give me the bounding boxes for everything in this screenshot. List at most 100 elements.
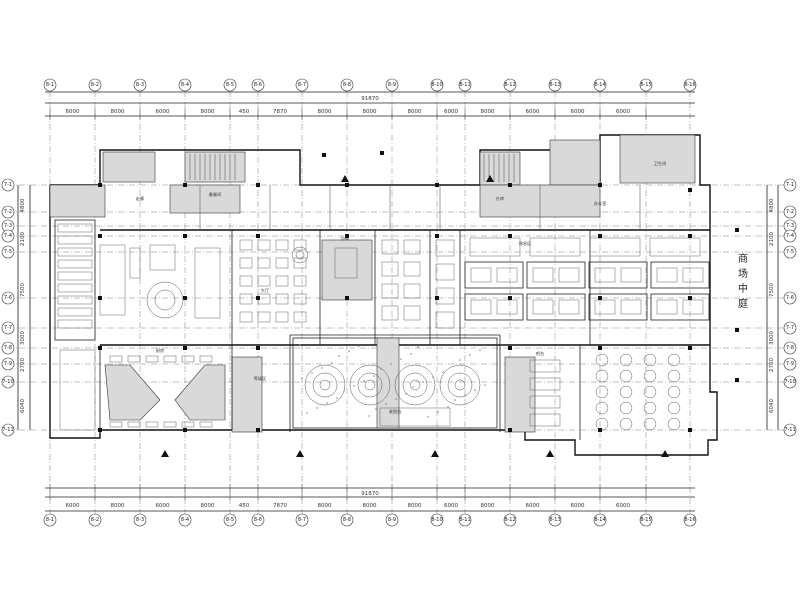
column: [435, 183, 439, 187]
grid-bubble-top-label: 8-2: [91, 82, 99, 88]
dimension-label-bottom: 8000: [363, 503, 377, 509]
room-label-4: 备餐间: [209, 191, 222, 198]
dimension-label-left: 2700: [20, 358, 26, 372]
grid-bubble-top: 8-13: [548, 78, 562, 92]
atrium-char-3: 中: [738, 282, 748, 295]
grid-bubble-right: 7-5: [783, 245, 797, 259]
dimension-label-top: 8000: [363, 109, 377, 115]
kitchen-zone-left: [54, 219, 221, 341]
dining-tables-lower-right: [529, 353, 681, 431]
column: [98, 428, 102, 432]
column: [183, 346, 187, 350]
grid-bubble-bottom-label: 8-5: [226, 517, 234, 523]
grid-bubble-top: 8-12: [503, 78, 517, 92]
grid-bubble-top-label: 8-12: [504, 82, 515, 88]
dimension-label-top: 8000: [201, 109, 215, 115]
grid-bubble-left: 7-2: [1, 205, 15, 219]
grid-bubble-right-label: 7-2: [786, 209, 794, 215]
grid-bubble-top: 8-3: [133, 78, 147, 92]
grid-bubble-bottom: 8-14: [593, 513, 607, 527]
column: [345, 183, 349, 187]
grid-bubble-bottom-label: 8-16: [684, 517, 695, 523]
grid-bubble-right: 7-2: [783, 205, 797, 219]
corridor-band-left: [49, 184, 106, 218]
grid-bubble-top-label: 8-14: [594, 82, 605, 88]
grid-bubble-top-label: 8-15: [640, 82, 651, 88]
grid-bubble-top: 8-7: [295, 78, 309, 92]
grid-bubble-right: 7-9: [783, 357, 797, 371]
dimension-label-bottom: 6000: [66, 503, 80, 509]
dimension-label-top: 8000: [481, 109, 495, 115]
entrance-markers: [161, 175, 669, 457]
dimension-label-right: 3000: [769, 331, 775, 345]
dimension-label-bottom: 6000: [571, 503, 585, 509]
column: [98, 183, 102, 187]
grid-bubble-bottom: 8-11: [458, 513, 472, 527]
grid-bubble-bottom-label: 8-6: [254, 517, 262, 523]
column: [435, 234, 439, 238]
corridor-vertical-left: [231, 356, 263, 433]
column: [98, 346, 102, 350]
column: [183, 296, 187, 300]
room-label-12: 休息区: [519, 240, 532, 247]
atrium-label: 商 场 中 庭: [738, 252, 748, 310]
dimension-label-top: 6000: [66, 109, 80, 115]
grid-bubble-bottom: 8-16: [683, 513, 697, 527]
dimension-label-bottom: 6000: [526, 503, 540, 509]
building-outline: [49, 134, 718, 456]
column: [508, 346, 512, 350]
grid-bubble-left-label: 7-5: [4, 249, 12, 255]
dimension-label-top: 8000: [111, 109, 125, 115]
column: [688, 346, 692, 350]
grid-bubble-top: 8-5: [223, 78, 237, 92]
grid-bubble-top: 8-1: [43, 78, 57, 92]
dimension-label-right: 2100: [769, 232, 775, 246]
grid-bubble-left: 7-6: [1, 291, 15, 305]
grid-bubble-bottom: 8-15: [639, 513, 653, 527]
dimension-label-right: 4800: [769, 198, 775, 212]
column: [183, 428, 187, 432]
grid-bubble-bottom: 8-2: [88, 513, 102, 527]
column: [256, 183, 260, 187]
grid-bubble-bottom: 8-3: [133, 513, 147, 527]
column: [735, 328, 739, 332]
grid-bubble-top-label: 8-10: [431, 82, 442, 88]
grid-bubble-left-label: 7-11: [2, 427, 13, 433]
dimension-label-bottom: 6000: [444, 503, 458, 509]
dimension-label-bottom: 6000: [156, 503, 170, 509]
column: [598, 296, 602, 300]
private-rooms-right: [464, 237, 710, 321]
grid-bubble-top: 8-6: [251, 78, 265, 92]
grid-bubble-left: 7-9: [1, 357, 15, 371]
grid-bubble-left-label: 7-1: [4, 182, 12, 188]
column: [735, 378, 739, 382]
corridor-vertical-right: [504, 356, 536, 433]
dimension-string-top: [45, 91, 695, 117]
upper-right-block: [549, 139, 601, 186]
grid-bubble-left: 7-11: [1, 423, 15, 437]
grid-bubble-right-label: 7-4: [786, 233, 794, 239]
grid-bubble-left-label: 7-4: [4, 233, 12, 239]
dimension-label-top: 6000: [444, 109, 458, 115]
grid-bubble-bottom: 8-10: [430, 513, 444, 527]
atrium-char-1: 商: [738, 252, 748, 265]
grid-bubble-left-label: 7-10: [2, 379, 13, 385]
grid-bubble-bottom: 8-6: [251, 513, 265, 527]
grid-bubble-left-label: 7-9: [4, 361, 12, 367]
grid-bubble-bottom-label: 8-14: [594, 517, 605, 523]
grid-bubble-left: 7-5: [1, 245, 15, 259]
dining-tables-center: [239, 239, 455, 329]
room-label-2: 大厅: [261, 287, 269, 294]
grid-bubble-top: 8-2: [88, 78, 102, 92]
atrium-char-4: 庭: [738, 297, 748, 310]
grid-bubble-left-label: 7-6: [4, 295, 12, 301]
upper-service-block-right: [479, 151, 521, 186]
room-label-6: 卫生间: [654, 160, 667, 167]
grid-bubble-top: 8-15: [639, 78, 653, 92]
grid-bubble-left-label: 7-8: [4, 345, 12, 351]
banquet-floor-pattern: [299, 344, 486, 418]
